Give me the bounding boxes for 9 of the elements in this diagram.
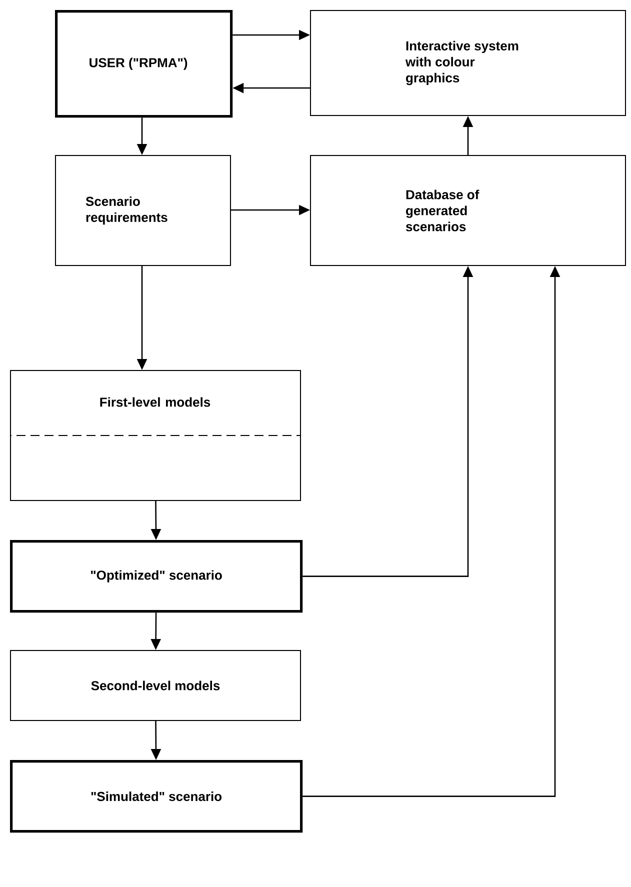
process-box: Scenario requirements — [55, 155, 231, 266]
user-box: USER ("RPMA") — [55, 10, 233, 118]
result-box: "Simulated" scenario — [10, 760, 303, 833]
model-box: Second-level models — [10, 650, 301, 721]
model-compartment — [10, 435, 301, 501]
model-box: First-level models — [10, 370, 301, 501]
database-box: Database of generated scenarios — [310, 155, 626, 266]
system-box: Interactive system with colour graphics — [310, 10, 626, 116]
result-box: "Optimized" scenario — [10, 540, 303, 613]
